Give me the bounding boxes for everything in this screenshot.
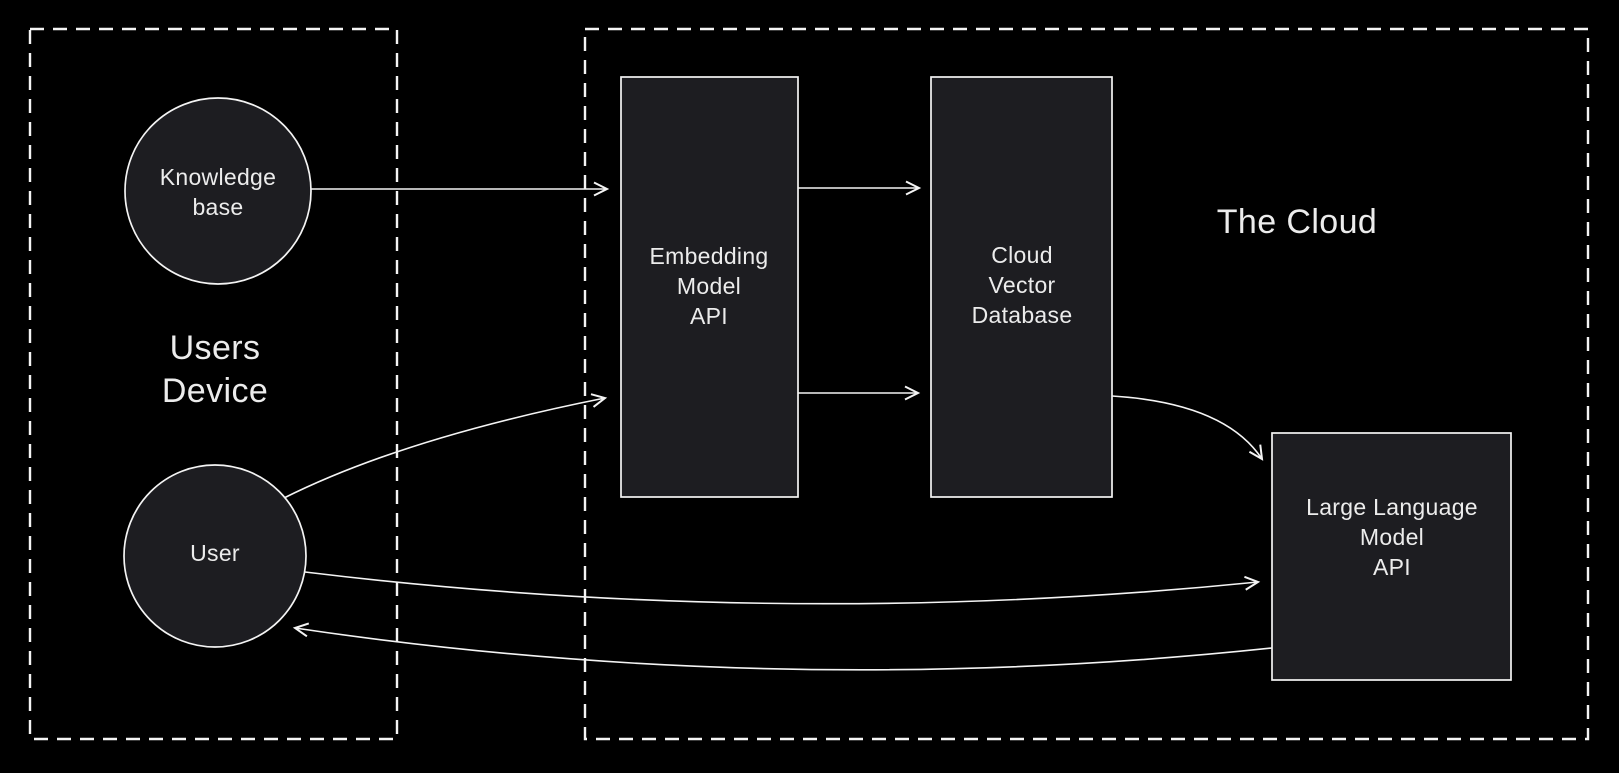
edge-user-to-llm: [304, 571, 1261, 605]
embedding-label-line3: API: [690, 303, 728, 329]
node-knowledge-base: Knowledge base: [124, 97, 312, 285]
edge-llm-to-user: [292, 622, 1273, 671]
users-device-label-line2: Device: [162, 372, 268, 410]
user-label: User: [190, 540, 240, 566]
users-device-region-border: [28, 27, 399, 741]
edge-vector-db-to-llm: [1111, 395, 1264, 461]
vector-db-label-line2: Vector: [988, 272, 1055, 298]
edges: [283, 180, 1273, 671]
embedding-label-line1: Embedding: [649, 243, 768, 269]
large-language-model-api-rect: [1271, 432, 1512, 681]
node-embedding-model-api: Embedding Model API: [620, 76, 799, 498]
llm-label-line1: Large Language: [1306, 494, 1478, 520]
node-large-language-model-api: Large Language Model API: [1271, 432, 1512, 681]
llm-label-line2: Model: [1360, 524, 1424, 550]
node-cloud-vector-database: Cloud Vector Database: [930, 76, 1113, 498]
embedding-model-api-rect: [620, 76, 799, 498]
cloud-vector-database-rect: [930, 76, 1113, 498]
cloud-region-border: [583, 27, 1590, 741]
node-user: User: [123, 464, 307, 648]
llm-label-line3: API: [1373, 554, 1411, 580]
embedding-label-line2: Model: [677, 273, 741, 299]
cloud-region-label: The Cloud: [1217, 203, 1377, 241]
region-the-cloud: The Cloud: [583, 27, 1590, 741]
edge-user-to-embedding: [283, 393, 608, 499]
users-device-label-line1: Users: [170, 329, 261, 367]
region-users-device: Users Device: [28, 27, 399, 741]
vector-db-label-line3: Database: [972, 302, 1073, 328]
vector-db-label-line1: Cloud: [991, 242, 1053, 268]
knowledge-base-circle: [124, 97, 312, 285]
knowledge-base-label-line1: Knowledge: [160, 164, 277, 190]
user-circle: [123, 464, 307, 648]
knowledge-base-label-line2: base: [192, 194, 243, 220]
